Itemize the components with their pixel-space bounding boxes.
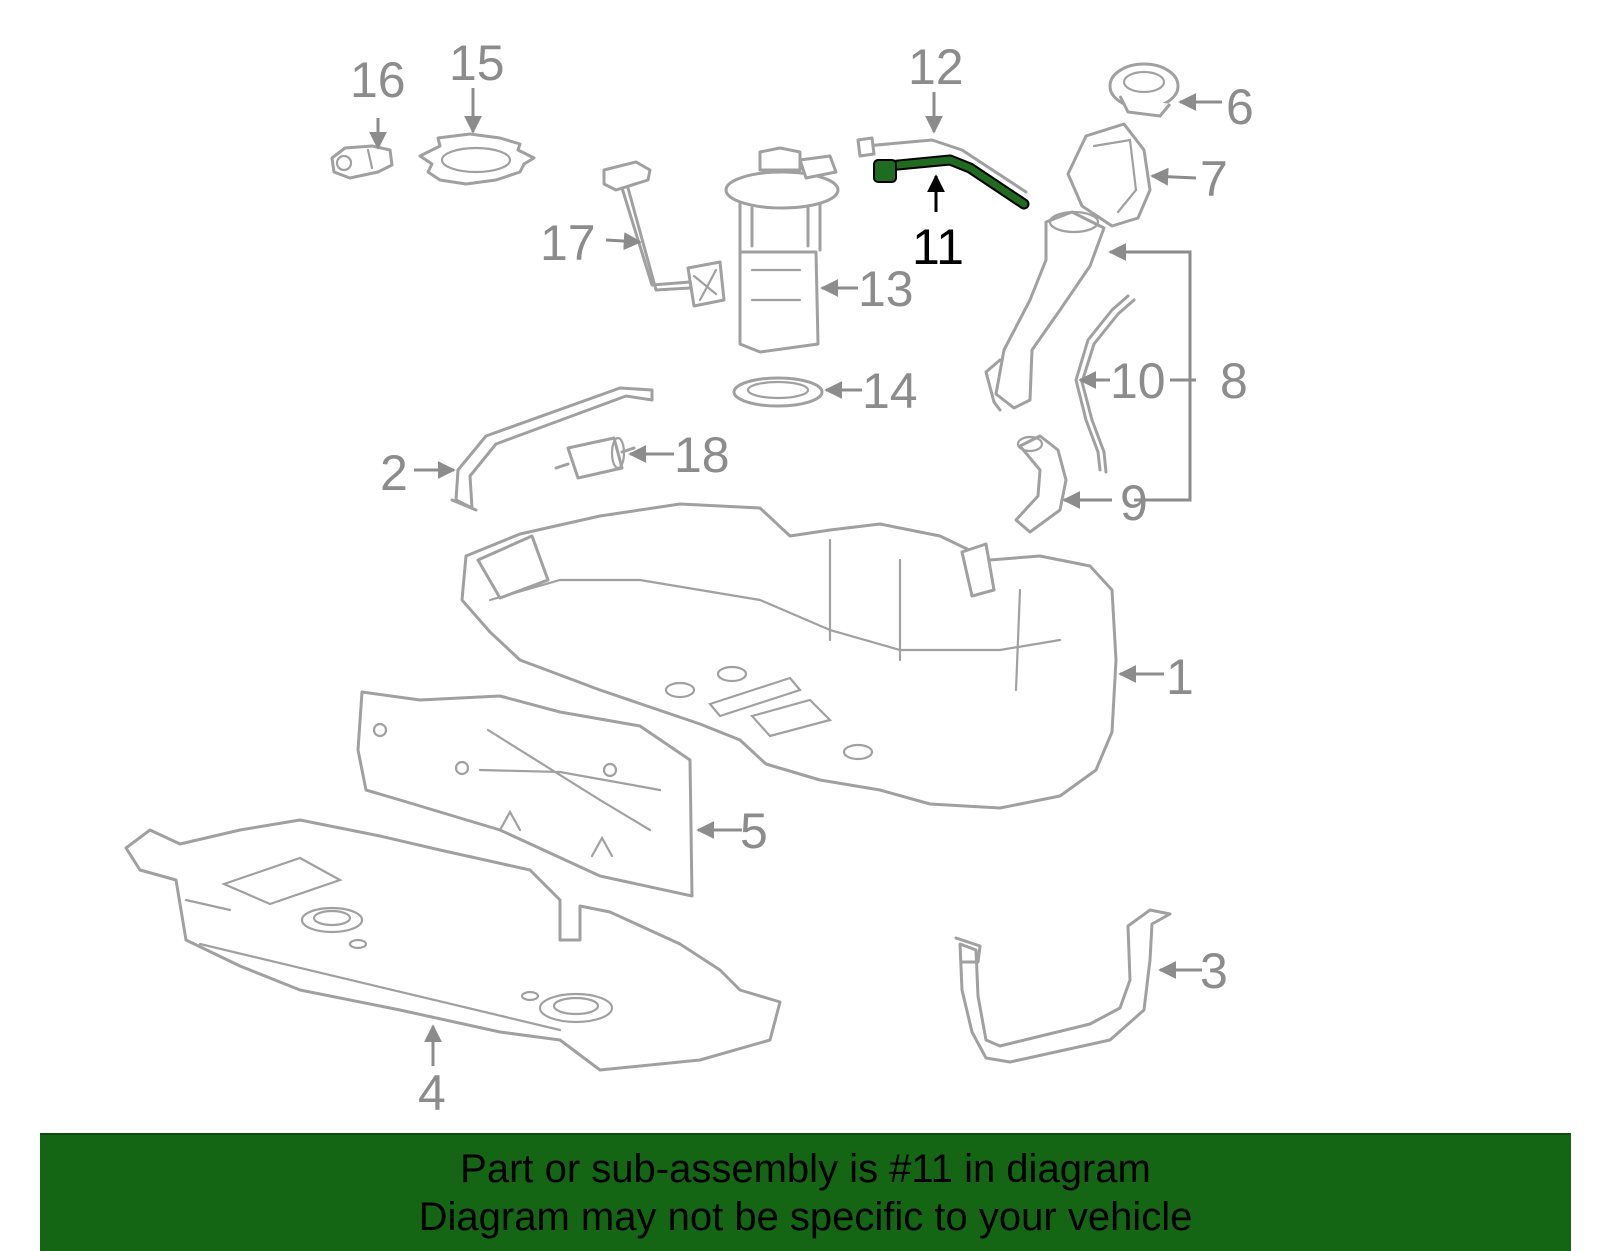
part-14-seal[interactable] (732, 376, 824, 408)
banner-line-disclaimer: Diagram may not be specific to your vehi… (418, 1195, 1193, 1239)
callout-17[interactable]: 17 (540, 215, 596, 271)
callout-leaders (369, 88, 1222, 1066)
callout-15[interactable]: 15 (449, 35, 505, 91)
banner-line-part-number: Part or sub-assembly is #11 in diagram (460, 1147, 1151, 1191)
callout-16[interactable]: 16 (350, 52, 406, 108)
callout-8[interactable]: 8 (1220, 353, 1248, 409)
callout-2[interactable]: 2 (380, 445, 408, 501)
callout-numbers: 16 15 17 13 14 12 11 6 7 8 10 9 2 18 1 5… (350, 35, 1254, 1121)
callout-9[interactable]: 9 (1120, 475, 1148, 531)
part-16-sensor[interactable] (330, 144, 394, 180)
part-9-filler-hose[interactable] (1014, 434, 1068, 534)
part-12-vent-tube[interactable] (856, 136, 1028, 194)
callout-3[interactable]: 3 (1200, 943, 1228, 999)
part-3-strap[interactable] (954, 908, 1172, 1064)
part-2-strap[interactable] (450, 386, 654, 512)
part-15-lock-ring[interactable] (418, 132, 536, 186)
callout-14[interactable]: 14 (862, 363, 918, 419)
callout-4[interactable]: 4 (418, 1065, 446, 1121)
callout-13[interactable]: 13 (858, 261, 914, 317)
part-18-fuel-filter[interactable] (554, 436, 636, 480)
part-17-level-sensor[interactable] (602, 160, 726, 308)
part-4-skid-plate[interactable] (124, 818, 782, 1072)
callout-11[interactable]: 11 (912, 219, 964, 275)
callout-10[interactable]: 10 (1110, 353, 1166, 409)
callout-12[interactable]: 12 (908, 39, 964, 95)
callout-18[interactable]: 18 (674, 427, 730, 483)
part-11-hose-highlighted[interactable] (873, 154, 1030, 210)
part-6-fuel-cap[interactable] (1108, 62, 1180, 118)
part-1-fuel-tank[interactable] (460, 502, 1118, 810)
part-7-fuel-door-housing[interactable] (1066, 122, 1152, 228)
callout-6[interactable]: 6 (1226, 79, 1254, 135)
callout-7[interactable]: 7 (1200, 151, 1228, 207)
callout-5[interactable]: 5 (740, 803, 768, 859)
part-5-heat-shield[interactable] (356, 690, 694, 898)
part-13-fuel-pump-module[interactable] (724, 146, 840, 354)
diagram-note-banner: Part or sub-assembly is #11 in diagram D… (40, 1133, 1571, 1251)
callout-1[interactable]: 1 (1166, 649, 1194, 705)
part-8-filler-pipe[interactable] (984, 210, 1106, 412)
